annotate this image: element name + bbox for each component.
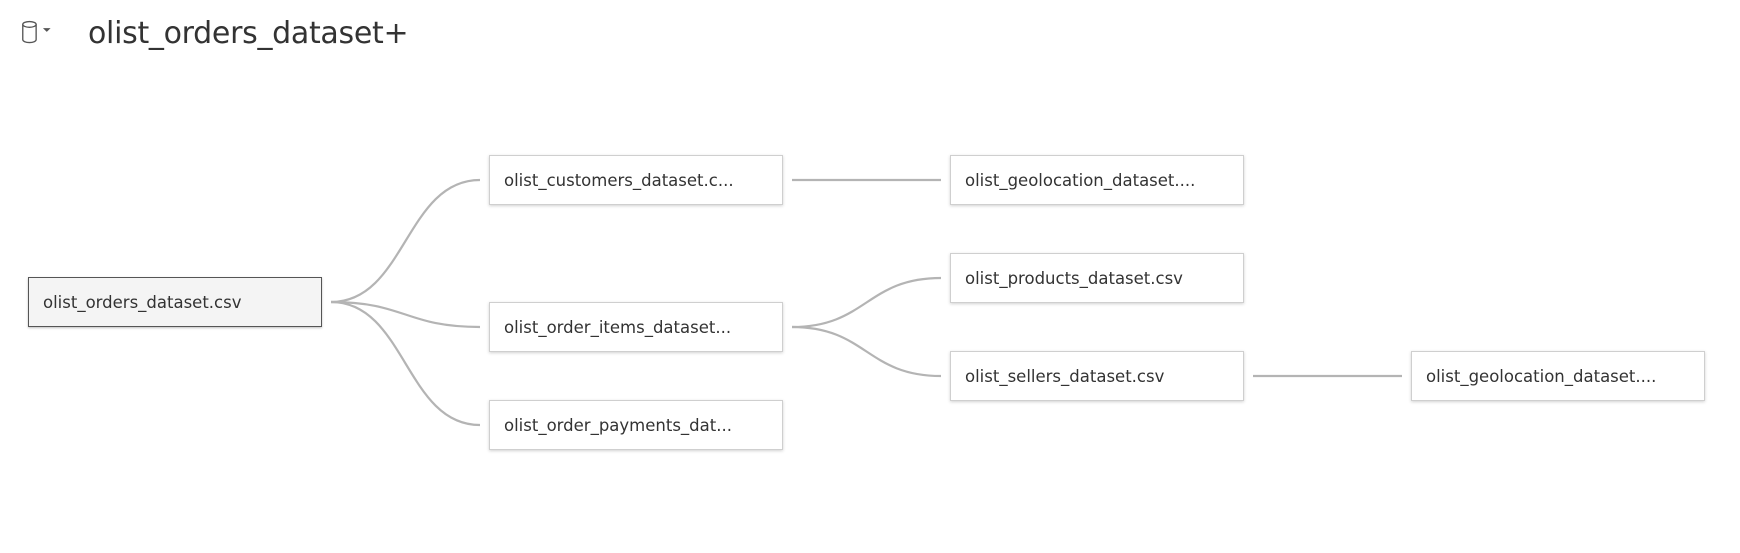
relationship-link[interactable] bbox=[330, 300, 481, 329]
table-node-orders[interactable]: olist_orders_dataset.csv bbox=[28, 277, 322, 327]
relationship-link[interactable] bbox=[330, 178, 481, 304]
relationship-link[interactable] bbox=[791, 325, 942, 378]
table-node-label: olist_customers_dataset.c... bbox=[504, 170, 734, 190]
table-node-customers[interactable]: olist_customers_dataset.c... bbox=[489, 155, 783, 205]
caret-down-icon bbox=[43, 28, 52, 32]
table-node-geolocation-sellers[interactable]: olist_geolocation_dataset.... bbox=[1411, 351, 1705, 401]
relationship-link[interactable] bbox=[330, 300, 481, 427]
table-node-label: olist_geolocation_dataset.... bbox=[1426, 366, 1657, 386]
table-node-label: olist_sellers_dataset.csv bbox=[965, 366, 1165, 386]
relationship-link[interactable] bbox=[791, 276, 942, 329]
table-node-label: olist_orders_dataset.csv bbox=[43, 292, 242, 312]
table-node-label: olist_geolocation_dataset.... bbox=[965, 170, 1196, 190]
table-node-products[interactable]: olist_products_dataset.csv bbox=[950, 253, 1244, 303]
table-node-label: olist_order_items_dataset... bbox=[504, 317, 732, 337]
data-source-title[interactable]: olist_orders_dataset+ bbox=[88, 15, 409, 51]
data-source-header: olist_orders_dataset+ bbox=[18, 10, 409, 56]
database-cylinder-icon bbox=[22, 20, 37, 44]
table-node-label: olist_products_dataset.csv bbox=[965, 268, 1183, 288]
table-node-geolocation-customers[interactable]: olist_geolocation_dataset.... bbox=[950, 155, 1244, 205]
table-node-order-items[interactable]: olist_order_items_dataset... bbox=[489, 302, 783, 352]
data-source-menu[interactable] bbox=[18, 16, 52, 50]
table-node-sellers[interactable]: olist_sellers_dataset.csv bbox=[950, 351, 1244, 401]
table-node-label: olist_order_payments_dat... bbox=[504, 415, 732, 435]
table-node-order-payments[interactable]: olist_order_payments_dat... bbox=[489, 400, 783, 450]
